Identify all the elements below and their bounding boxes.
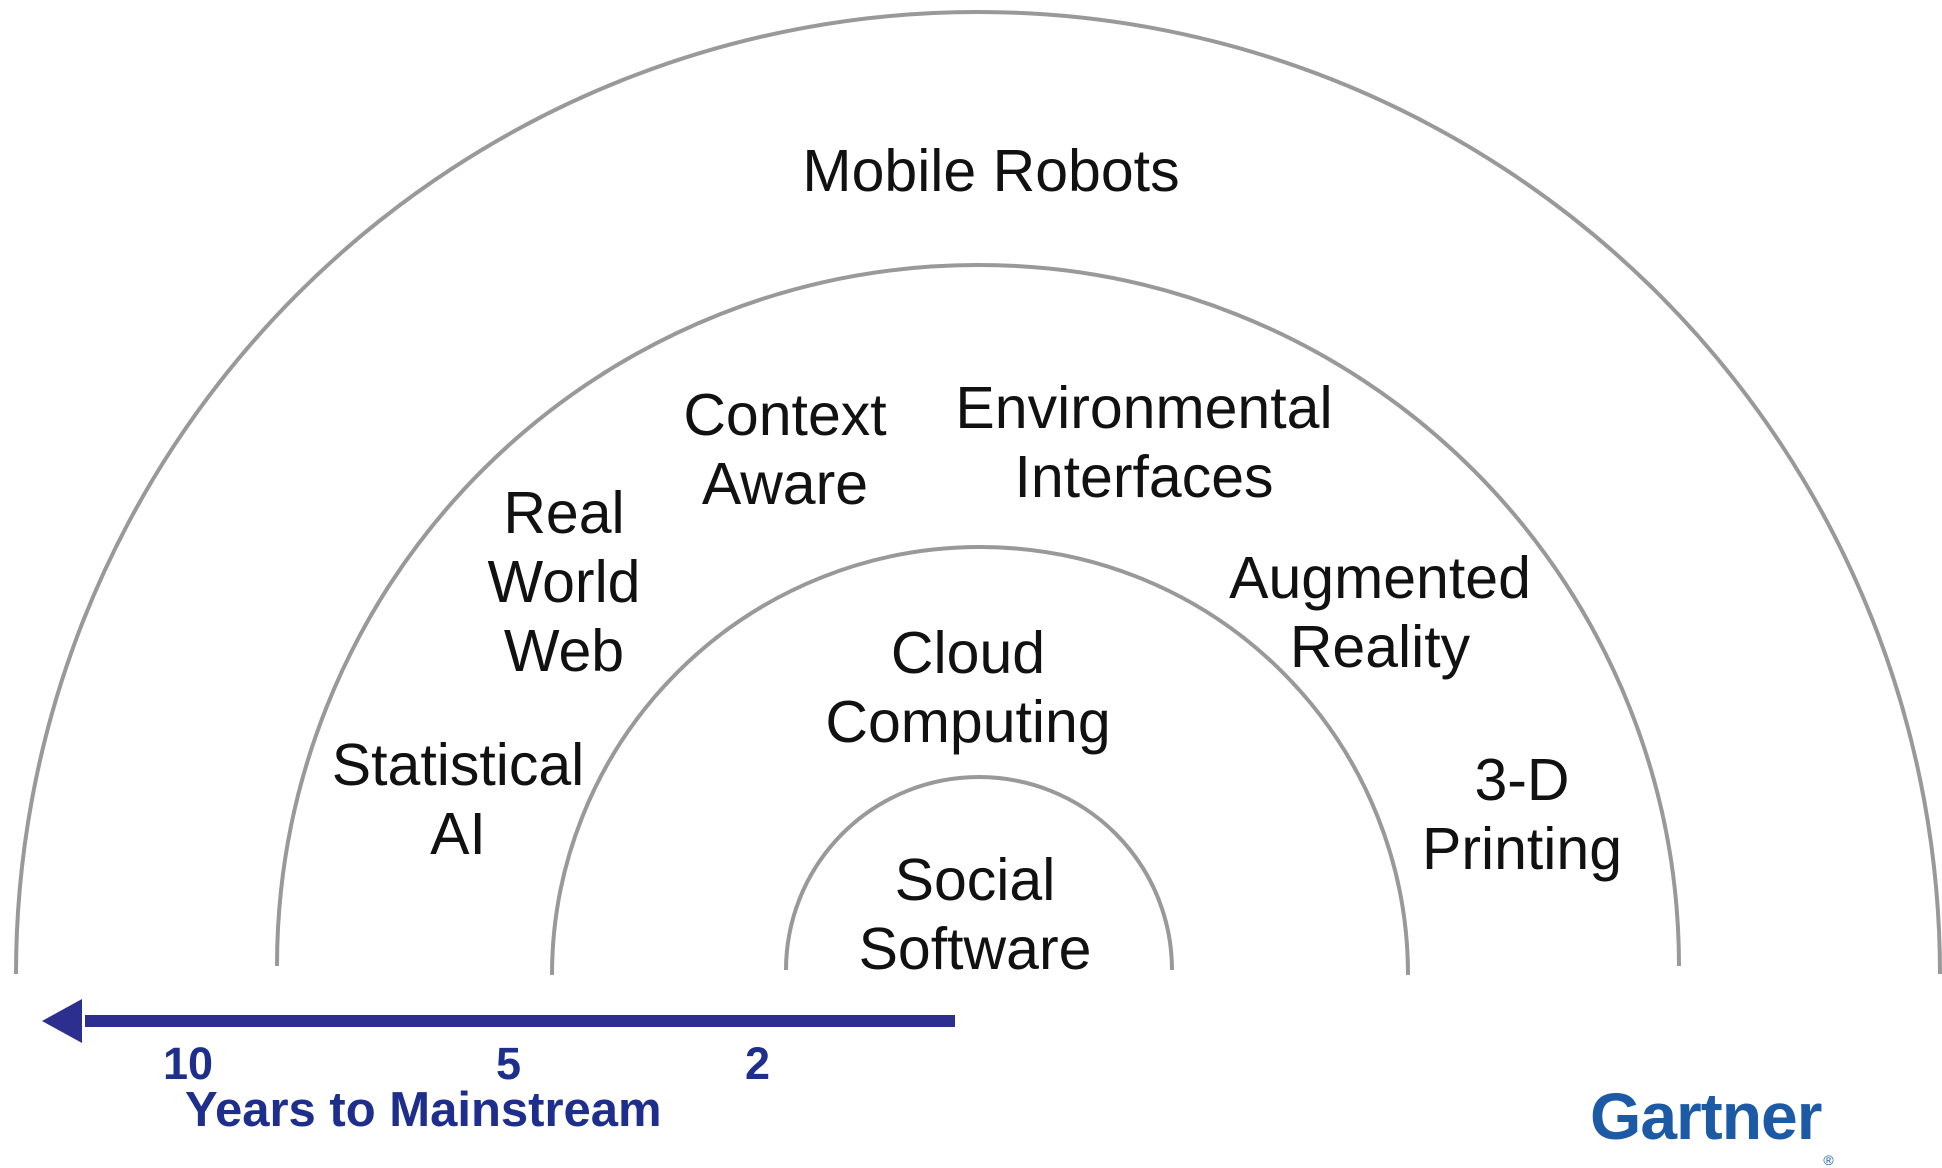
label-context-aware: Context Aware bbox=[683, 381, 886, 519]
label-line: Augmented bbox=[1229, 545, 1531, 611]
label-line: Software bbox=[858, 916, 1092, 982]
rings-svg bbox=[14, 10, 1942, 1043]
axis-title: Years to Mainstream bbox=[185, 1083, 662, 1137]
registered-mark: ® bbox=[1823, 1152, 1833, 1168]
label-mobile-robots: Mobile Robots bbox=[802, 137, 1179, 206]
label-line: Interfaces bbox=[1014, 444, 1274, 510]
ring-arc-1 bbox=[784, 775, 1174, 971]
label-cloud-computing: Cloud Computing bbox=[825, 619, 1110, 757]
label-line: Environmental bbox=[955, 375, 1333, 441]
tick-5: 5 bbox=[496, 1038, 522, 1089]
label-line: 3-D bbox=[1474, 747, 1570, 813]
label-line: Reality bbox=[1289, 614, 1471, 680]
gartner-logo: Gartner® bbox=[1590, 1079, 1834, 1168]
label-real-world-web: Real World Web bbox=[487, 479, 640, 686]
tick-2: 2 bbox=[745, 1038, 771, 1089]
ring-arc-2 bbox=[550, 545, 1410, 976]
label-line: Web bbox=[503, 618, 625, 684]
ring-arc-4 bbox=[14, 10, 1942, 975]
label-augmented-reality: Augmented Reality bbox=[1229, 544, 1531, 682]
label-statistical-ai: Statistical AI bbox=[332, 731, 584, 869]
label-line: Printing bbox=[1421, 816, 1623, 882]
label-line: Computing bbox=[825, 689, 1111, 755]
left-arrowhead-icon bbox=[42, 999, 82, 1043]
label-line: Real bbox=[503, 480, 625, 546]
label-line: World bbox=[487, 549, 641, 615]
label-social-software: Social Software bbox=[859, 846, 1092, 984]
label-line: Statistical bbox=[331, 732, 585, 798]
label-line: Mobile Robots bbox=[802, 138, 1180, 204]
label-line: Aware bbox=[701, 451, 869, 517]
label-line: AI bbox=[430, 801, 486, 867]
technology-rings-diagram: Social Software Cloud Computing Statisti… bbox=[14, 10, 1942, 1168]
label-line: Context bbox=[683, 382, 887, 448]
label-line: Cloud bbox=[890, 620, 1046, 686]
label-line: Social bbox=[894, 847, 1056, 913]
brand-name: Gartner bbox=[1590, 1079, 1822, 1153]
ring-arc-3 bbox=[275, 263, 1681, 967]
label-environmental-interfaces: Environmental Interfaces bbox=[955, 374, 1332, 512]
label-3d-printing: 3-D Printing bbox=[1422, 746, 1622, 884]
tick-10: 10 bbox=[163, 1038, 214, 1089]
